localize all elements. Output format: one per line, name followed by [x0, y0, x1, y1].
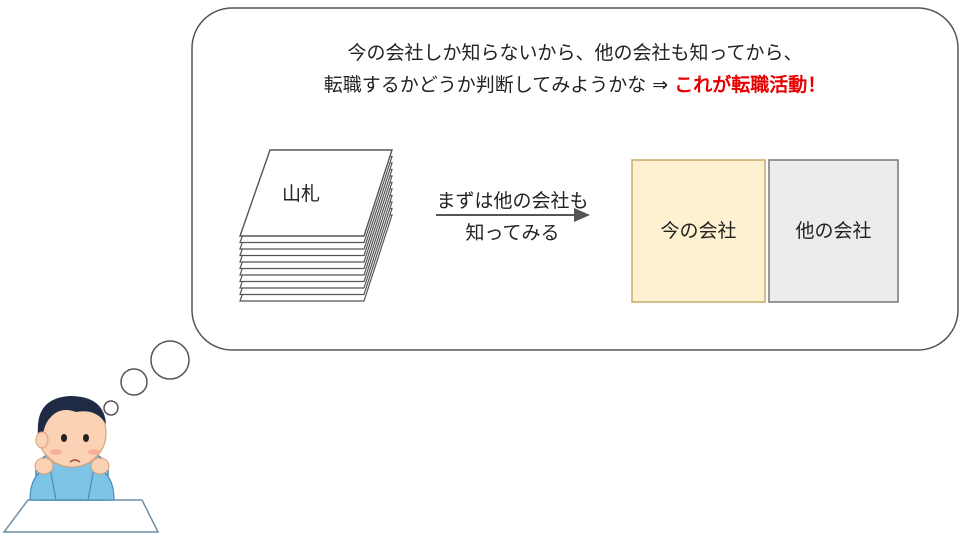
person-left-hand [34, 457, 54, 475]
deck-label: 山札 [282, 183, 321, 205]
card-other-company [768, 159, 899, 303]
person-right-cheek [88, 449, 100, 455]
person-right-eye [83, 434, 89, 442]
person-hair [37, 396, 107, 440]
deck-top-card [239, 149, 393, 237]
thinking-person-icon [2, 396, 160, 533]
card-current-company-label: 今の会社 [660, 220, 737, 242]
arrow-caption-line-2: 知ってみる [465, 222, 560, 244]
person-left-eye [61, 434, 67, 442]
thought-bubble [191, 7, 959, 351]
card-current-company [631, 159, 766, 303]
thought-dot-large [150, 340, 190, 380]
desk [2, 499, 160, 533]
person-left-cheek [50, 449, 62, 455]
arrow-head [574, 208, 590, 222]
thought-dot-medium [120, 368, 148, 396]
thought-dot-small [103, 400, 119, 416]
person-right-hand [90, 457, 110, 475]
card-deck-stack [239, 149, 393, 302]
bubble-text-prefix: 転職するかどうか判断してみようかな ⇒ [323, 74, 675, 96]
bubble-text-line-1: 今の会社しか知らないから、他の会社も知ってから、 [347, 42, 803, 64]
card-other-company-label: 他の会社 [795, 220, 872, 242]
person-mouth [69, 459, 81, 463]
person-ear [35, 431, 49, 449]
arrow-caption-line-1: まずは他の会社も [436, 190, 589, 212]
bubble-text-line-2: 転職するかどうか判断してみようかな ⇒ これが転職活動！ [192, 72, 958, 99]
bubble-text-emphasis: これが転職活動！ [674, 74, 827, 96]
